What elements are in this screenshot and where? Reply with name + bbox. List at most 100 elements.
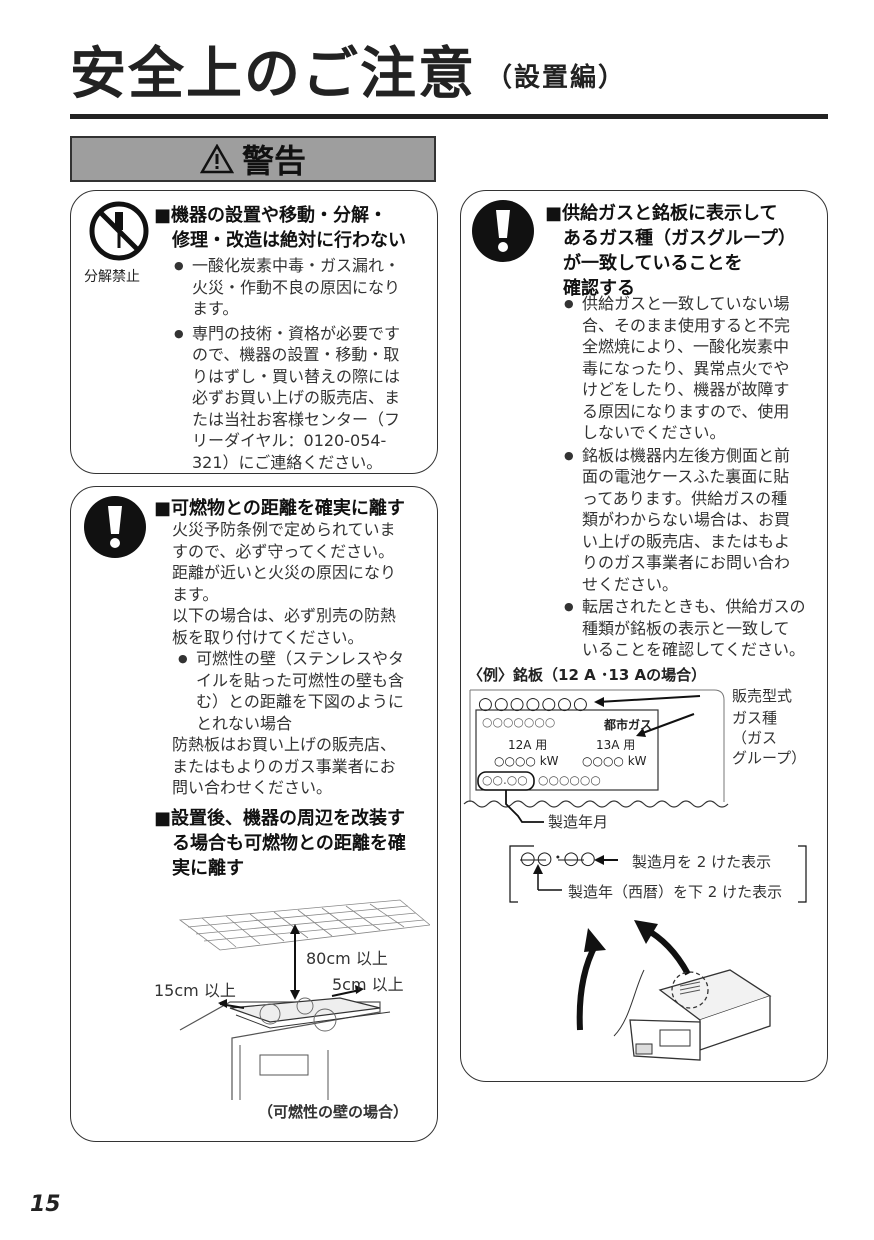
heading-line: 実に離す bbox=[172, 858, 244, 879]
warning-triangle-icon bbox=[199, 144, 234, 174]
text-line: すので、必ず守ってください。 bbox=[172, 541, 395, 561]
text-line: い上げの販売店、またはもよ bbox=[582, 531, 791, 551]
box1-body: 一酸化炭素中毒・ガス漏れ・ 火災・作動不良の原因になり ます。 専門の技術・資格… bbox=[174, 255, 434, 473]
no-disassembly-icon bbox=[89, 201, 149, 261]
text-line: いることを確認してください。 bbox=[582, 640, 806, 659]
box2-body: 火災予防条例で定められていま すので、必ず守ってください。 距離が近いと火災の原… bbox=[172, 519, 434, 799]
text-line: 可燃性の壁（ステンレスやタ bbox=[196, 649, 405, 668]
example-title: 〈例〉銘板（12 A ･13 Aの場合） bbox=[468, 666, 707, 684]
label-model: 販売型式 bbox=[732, 687, 793, 705]
text-line: （ガス bbox=[732, 729, 778, 747]
text-line: る原因になりますので、使用 bbox=[582, 401, 790, 421]
text-line: 問い合わせください。 bbox=[172, 778, 333, 797]
plate-row1-right: 都市ガス bbox=[604, 718, 653, 732]
text-line: 火災・作動不良の原因になり bbox=[192, 277, 401, 297]
label-year-note: 製造年（西暦）を下 2 けた表示 bbox=[568, 883, 783, 901]
box-combustible-distance bbox=[70, 486, 438, 1142]
text-line: 板を取り付けてください。 bbox=[172, 627, 364, 647]
text-line: 全燃焼により、一酸化炭素中 bbox=[582, 337, 790, 356]
page-title-sub: （設置編） bbox=[486, 62, 627, 93]
plate-row3-right: ○○○○ kW bbox=[582, 754, 647, 768]
plate-row3-left: ○○○○ kW bbox=[494, 754, 559, 768]
text-line: ってあります。供給ガスの種 bbox=[582, 488, 788, 508]
no-disassembly-label: 分解禁止 bbox=[84, 269, 140, 285]
heading-line: あるガス種（ガスグループ） bbox=[563, 228, 796, 249]
text-line: 防熱板はお買い上げの販売店、 bbox=[172, 735, 397, 754]
heading-line: ■供給ガスと銘板に表示して bbox=[545, 203, 778, 224]
box3-heading: ■供給ガスと銘板に表示して あるガス種（ガスグループ） が一致していることを 確… bbox=[545, 201, 825, 301]
text-line: 321）にご連絡ください。 bbox=[192, 452, 383, 472]
warning-banner: 警告 bbox=[70, 136, 436, 182]
text-line: またはもよりのガス事業者にお bbox=[172, 756, 396, 776]
text-line: 銘板は機器内左後方側面と前 bbox=[582, 445, 791, 465]
box2-heading2: ■設置後、機器の周辺を改装す る場合も可燃物との距離を確 実に離す bbox=[154, 806, 434, 881]
label-code: ○○･○○ bbox=[520, 848, 597, 869]
text-line: ます。 bbox=[172, 584, 219, 604]
text-line: 専門の技術・資格が必要です bbox=[192, 323, 401, 343]
label-mfg: 製造年月 bbox=[548, 813, 609, 831]
clearance-diagram bbox=[178, 899, 430, 1100]
heading-line: ■設置後、機器の周辺を改装す bbox=[154, 808, 406, 829]
text-line: 種類が銘板の表示と一致して bbox=[582, 618, 790, 638]
text-line: ます。 bbox=[192, 299, 239, 318]
text-line: ので、機器の設置・移動・取 bbox=[192, 345, 400, 364]
box1-bullet: 専門の技術・資格が必要です ので、機器の設置・移動・取 りはずし・買い替えの際に… bbox=[174, 323, 434, 474]
heading-line: る場合も可燃物との距離を確 bbox=[172, 833, 406, 854]
text-line: グループ） bbox=[732, 749, 807, 767]
text-line: リーダイヤル：0120-054- bbox=[192, 431, 387, 450]
nameplate-diagram bbox=[463, 689, 807, 903]
diagram-caption: （可燃性の壁の場合） bbox=[258, 1103, 409, 1121]
text-line: 供給ガスと一致していない場 bbox=[582, 294, 790, 313]
text-line: 以下の場合は、必ず別売の防熱 bbox=[172, 606, 397, 625]
exclamation-icon bbox=[84, 496, 146, 558]
page-number: 15 bbox=[30, 1192, 61, 1217]
title-rule bbox=[70, 114, 828, 119]
label-month-note: 製造月を 2 けた表示 bbox=[632, 853, 772, 871]
diagram-label-right: 5cm 以上 bbox=[332, 975, 404, 994]
diagram-label-top: 80cm 以上 bbox=[306, 949, 388, 968]
text-line: 合、そのまま使用すると不完 bbox=[582, 315, 791, 335]
text-line: しないでください。 bbox=[582, 423, 726, 442]
text-line: む）との距離を下図のように bbox=[196, 692, 404, 711]
box2-heading: ■可燃物との距離を確実に離す bbox=[154, 498, 405, 519]
box3-bullet: 銘板は機器内左後方側面と前 面の電池ケースふた裏面に貼 ってあります。供給ガスの… bbox=[564, 445, 824, 596]
text-line: たは当社お客様センター（フ bbox=[192, 409, 401, 429]
box1-heading: ■機器の設置や移動・分解・ 修理・改造は絶対に行わない bbox=[154, 203, 434, 253]
unit-illustration bbox=[576, 920, 772, 1061]
text-line: ガス種 bbox=[732, 709, 778, 727]
text-line: 類がわからない場合は、お買 bbox=[582, 510, 791, 529]
box3-bullet: 転居されたときも、供給ガスの 種類が銘板の表示と一致して いることを確認してくだ… bbox=[564, 596, 824, 661]
text-line: せください。 bbox=[582, 574, 679, 594]
text-line: 一酸化炭素中毒・ガス漏れ・ bbox=[192, 256, 401, 275]
box3-bullet: 供給ガスと一致していない場 合、そのまま使用すると不完 全燃焼により、一酸化炭素… bbox=[564, 293, 824, 444]
text-line: 毒になったり、異常点火でや bbox=[582, 358, 790, 378]
box3-body: 供給ガスと一致していない場 合、そのまま使用すると不完 全燃焼により、一酸化炭素… bbox=[564, 293, 824, 661]
text-line: 転居されたときも、供給ガスの bbox=[582, 597, 806, 616]
text-line: けどをしたり、機器が故障す bbox=[582, 380, 790, 399]
text-line: 火災予防条例で定められていま bbox=[172, 520, 396, 539]
text-line: イルを貼った可燃性の壁も含 bbox=[196, 670, 405, 690]
plate-model: ○○○○○○○ bbox=[478, 694, 589, 714]
text-line: りのガス事業者にお問い合わ bbox=[582, 553, 791, 572]
box1-heading-line: ■機器の設置や移動・分解・ bbox=[154, 205, 388, 226]
text-line: 距離が近いと火災の原因になり bbox=[172, 563, 397, 582]
box2-bullet: 可燃性の壁（ステンレスやタ イルを貼った可燃性の壁も含 む）との距離を下図のよう… bbox=[178, 648, 434, 734]
text-line: 必ずお買い上げの販売店、ま bbox=[192, 388, 401, 407]
diagram-label-left: 15cm 以上 bbox=[154, 981, 236, 1000]
plate-serial-a: ○○.○○ bbox=[482, 773, 528, 787]
box1-heading-line: 修理・改造は絶対に行わない bbox=[172, 230, 406, 251]
page-title: 安全上のご注意 （設置編） bbox=[70, 40, 626, 113]
warning-label: 警告 bbox=[241, 142, 306, 180]
plate-row1-left: ○○○○○○○ bbox=[482, 715, 556, 729]
page-title-main: 安全上のご注意 bbox=[70, 42, 476, 107]
text-line: りはずし・買い替えの際には bbox=[192, 366, 401, 386]
text-line: とれない場合 bbox=[196, 713, 293, 733]
label-gas-type: ガス種 （ガス グループ） bbox=[732, 708, 806, 768]
box1-bullet: 一酸化炭素中毒・ガス漏れ・ 火災・作動不良の原因になり ます。 bbox=[174, 255, 434, 320]
heading-line: が一致していることを bbox=[563, 253, 743, 274]
plate-serial-b: ○○○○○○ bbox=[538, 773, 601, 787]
exclamation-icon bbox=[472, 200, 534, 262]
plate-row2-left: 12A 用 bbox=[508, 738, 548, 752]
text-line: 面の電池ケースふた裏面に貼 bbox=[582, 467, 790, 486]
plate-row2-right: 13A 用 bbox=[596, 738, 636, 752]
